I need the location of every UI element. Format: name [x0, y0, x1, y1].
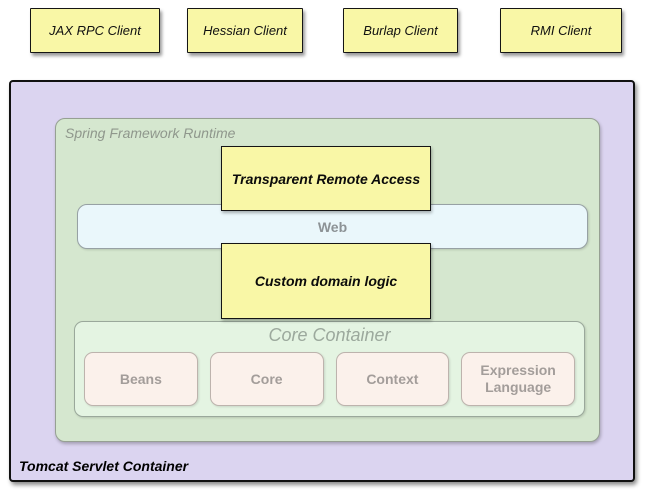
- module-label: Expression Language: [480, 362, 556, 395]
- module-box-context: Context: [335, 352, 450, 406]
- client-box-rmi: RMI Client: [500, 8, 622, 53]
- client-label: JAX RPC Client: [49, 23, 141, 38]
- core-container-title: Core Container: [268, 325, 391, 345]
- client-label: Hessian Client: [203, 23, 287, 38]
- client-box-burlap: Burlap Client: [343, 8, 458, 53]
- custom-domain-logic-box: Custom domain logic: [221, 243, 431, 319]
- client-label: Burlap Client: [363, 23, 438, 38]
- module-box-expression-language: Expression Language: [461, 352, 575, 406]
- module-label: Core: [250, 370, 283, 387]
- tomcat-servlet-container: Spring Framework Runtime Transparent Rem…: [9, 80, 635, 482]
- transparent-remote-access-box: Transparent Remote Access: [221, 146, 431, 211]
- web-layer-label: Web: [317, 218, 348, 235]
- core-container: Core Container Beans Core Context Expres…: [74, 321, 585, 417]
- spring-framework-runtime: Spring Framework Runtime Transparent Rem…: [55, 118, 600, 442]
- custom-domain-logic-label: Custom domain logic: [254, 273, 398, 289]
- module-label: Context: [366, 370, 419, 387]
- runtime-title: Spring Framework Runtime: [65, 125, 236, 141]
- client-label: RMI Client: [530, 23, 592, 38]
- module-box-beans: Beans: [84, 352, 198, 406]
- tomcat-container-title: Tomcat Servlet Container: [19, 458, 189, 474]
- client-box-hessian: Hessian Client: [187, 8, 303, 53]
- transparent-remote-access-label: Transparent Remote Access: [231, 170, 421, 187]
- module-box-core: Core: [209, 352, 324, 406]
- client-box-jax-rpc: JAX RPC Client: [30, 8, 160, 53]
- module-label: Beans: [119, 370, 162, 387]
- core-module-row: Beans Core Context Expression Language: [84, 352, 575, 406]
